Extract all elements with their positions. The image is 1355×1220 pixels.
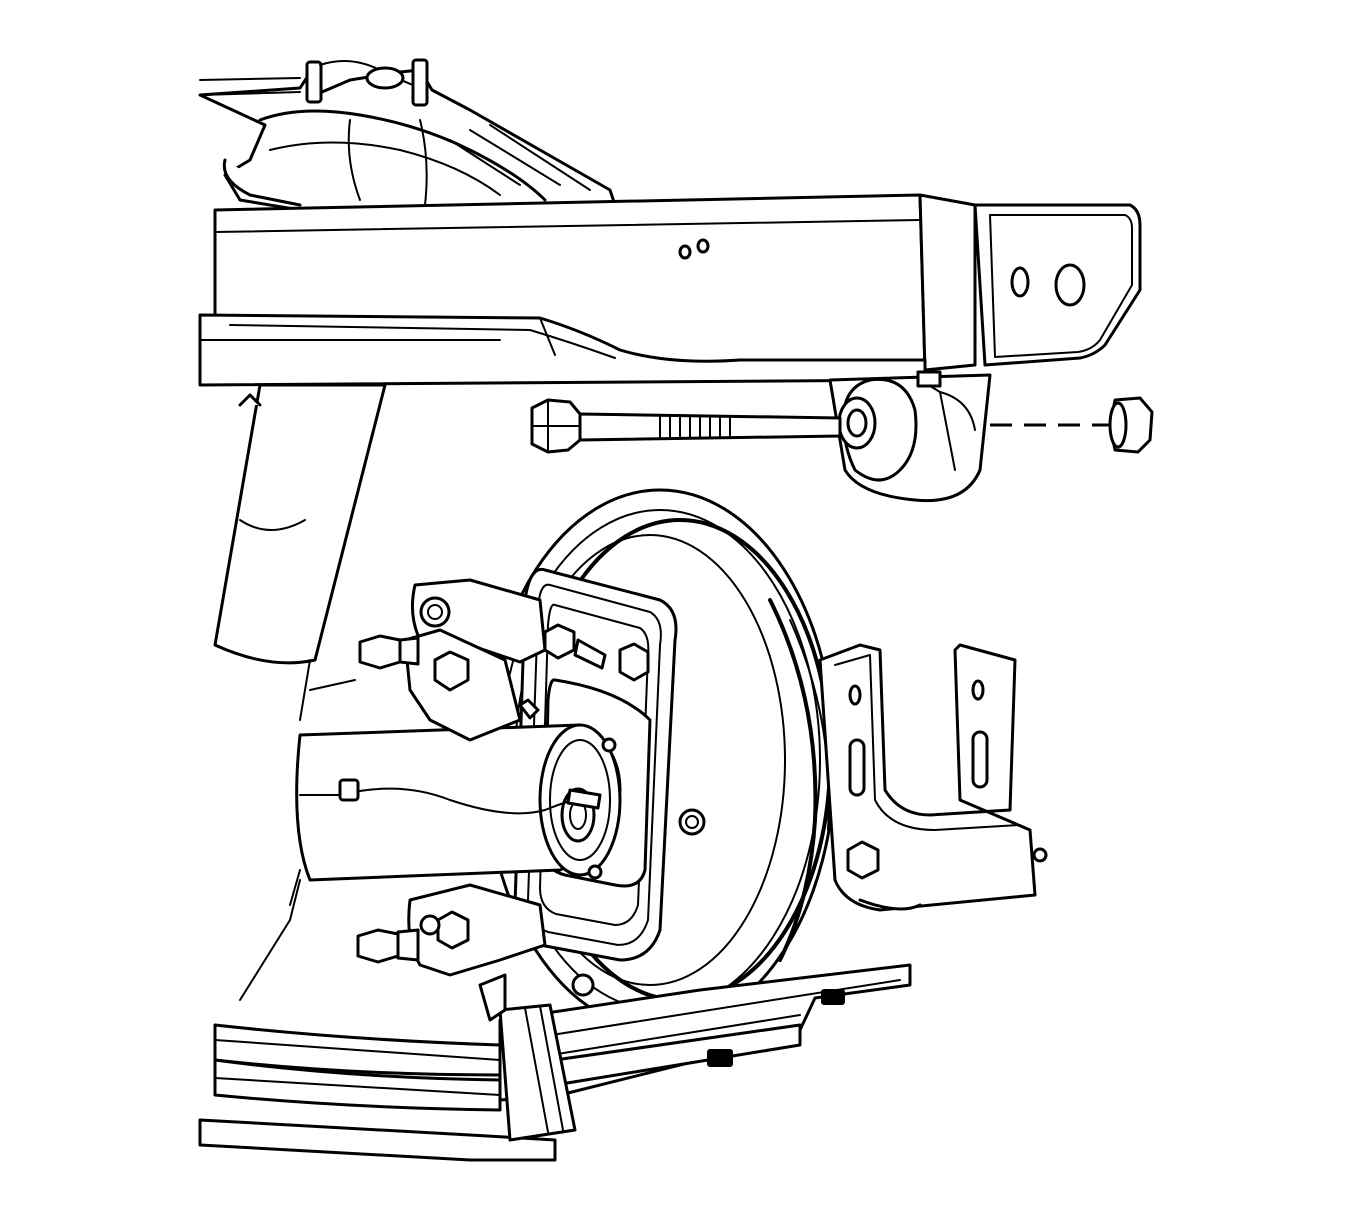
spring-bracket	[818, 643, 1048, 912]
shackle-bracket	[828, 370, 992, 503]
shackle-nut	[1108, 396, 1154, 454]
leaf-spring	[198, 963, 912, 1162]
axle-base-outline	[239, 659, 356, 1001]
frame-rail	[198, 193, 1142, 387]
shackle-bolt	[530, 398, 842, 454]
shock-absorber	[213, 383, 387, 665]
brake-line	[299, 778, 602, 815]
upper-brake-arm	[358, 578, 650, 742]
air-spring	[198, 58, 617, 212]
lower-brake-arm	[356, 883, 547, 977]
